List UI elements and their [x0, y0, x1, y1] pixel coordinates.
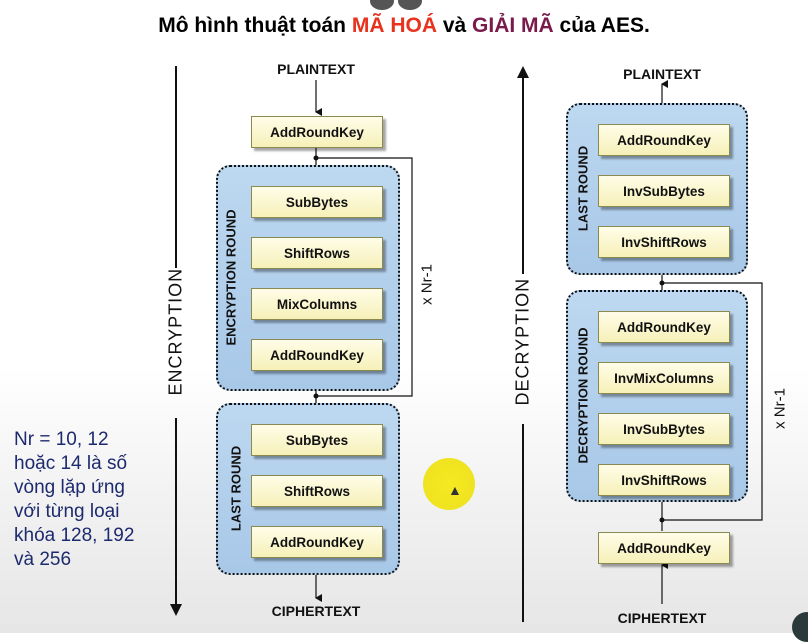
- decryption-last-step: InvShiftRows: [598, 226, 730, 258]
- decryption-round-label: DECRYPTION ROUND: [575, 327, 591, 464]
- decryption-output-label: PLAINTEXT: [623, 66, 701, 82]
- presenter-pointer: [423, 458, 475, 510]
- encryption-side-label: ENCRYPTION: [165, 267, 186, 396]
- decryption-round-step: InvSubBytes: [598, 413, 730, 445]
- encryption-round-step: MixColumns: [251, 288, 383, 320]
- title-decrypt-word: GIẢI MÃ: [472, 14, 554, 37]
- decryption-round-step: InvShiftRows: [598, 464, 730, 496]
- decryption-last-step: AddRoundKey: [598, 124, 730, 156]
- decryption-initial-addroundkey: AddRoundKey: [598, 532, 730, 564]
- title-middle: và: [437, 14, 473, 37]
- window-controls: [370, 0, 422, 10]
- encryption-repeat-label: x Nr-1: [418, 264, 436, 305]
- encryption-output-label: CIPHERTEXT: [271, 603, 361, 619]
- encryption-last-step: AddRoundKey: [251, 526, 383, 558]
- encryption-last-step: ShiftRows: [251, 475, 383, 507]
- decryption-round-step: AddRoundKey: [598, 311, 730, 343]
- page-title: Mô hình thuật toán MÃ HOÁ và GIẢI MÃ của…: [0, 14, 808, 38]
- encryption-last-round-label: LAST ROUND: [228, 445, 244, 532]
- encryption-round-step: ShiftRows: [251, 237, 383, 269]
- encryption-initial-addroundkey: AddRoundKey: [251, 116, 383, 148]
- decryption-input-label: CIPHERTEXT: [617, 610, 707, 626]
- control-dot: [370, 0, 394, 10]
- decryption-side-label: DECRYPTION: [512, 277, 533, 406]
- encryption-input-label: PLAINTEXT: [277, 61, 355, 77]
- decryption-repeat-label: x Nr-1: [771, 388, 789, 429]
- title-suffix: của AES.: [553, 14, 650, 37]
- decryption-round-step: InvMixColumns: [598, 362, 730, 394]
- encryption-round-step: SubBytes: [251, 186, 383, 218]
- mouse-cursor-icon: ▲: [448, 482, 462, 498]
- decryption-last-round-label: LAST ROUND: [575, 145, 591, 232]
- encryption-round-step: AddRoundKey: [251, 339, 383, 371]
- decryption-last-step: InvSubBytes: [598, 175, 730, 207]
- control-dot: [398, 0, 422, 10]
- title-prefix: Mô hình thuật toán: [158, 14, 352, 37]
- rounds-note: Nr = 10, 12 hoặc 14 là số vòng lặp ứng v…: [14, 429, 135, 570]
- encryption-round-label: ENCRYPTION ROUND: [223, 209, 239, 346]
- title-encrypt-word: MÃ HOÁ: [351, 14, 437, 37]
- encryption-last-step: SubBytes: [251, 424, 383, 456]
